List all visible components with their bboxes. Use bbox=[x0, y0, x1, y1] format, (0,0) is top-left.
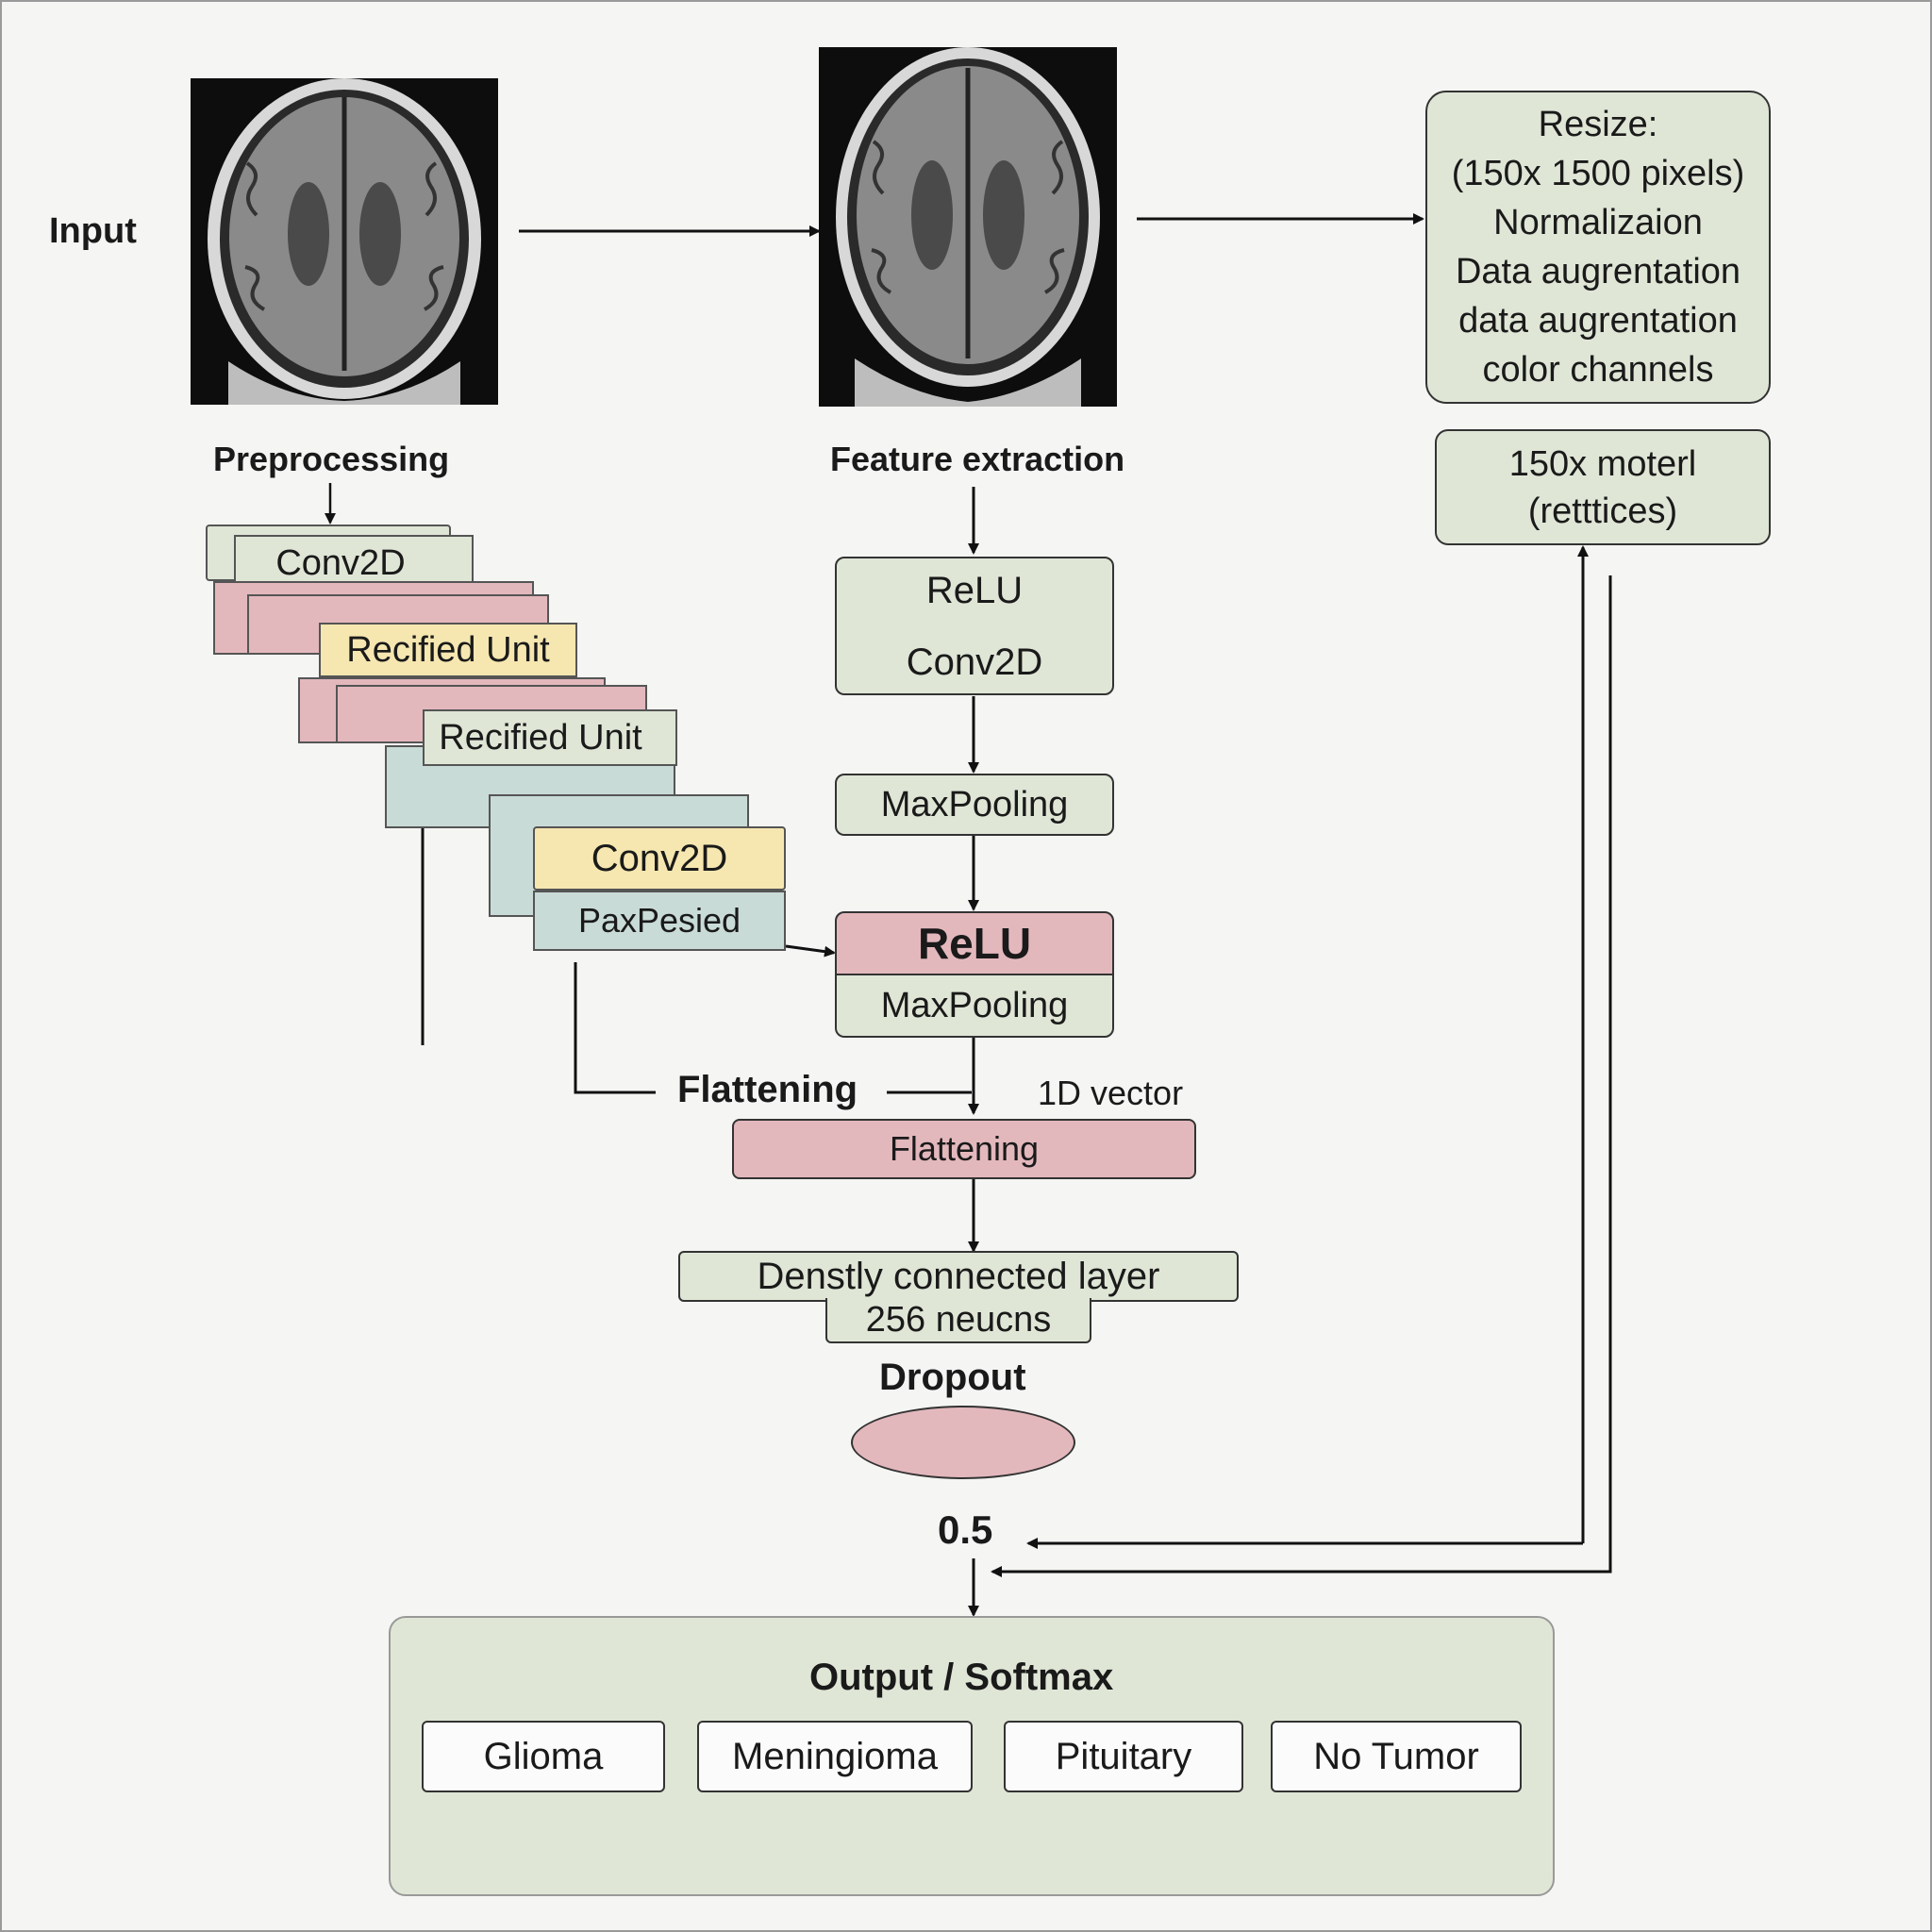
vector-label: 1D vector bbox=[1038, 1074, 1184, 1112]
output-title: Output / Softmax bbox=[809, 1657, 1114, 1698]
relu-label: ReLU bbox=[925, 569, 1024, 611]
resize-box: Resize: (150x 1500 pixels) Normalizaion … bbox=[1425, 91, 1771, 404]
stack-recified-yellow bbox=[319, 623, 577, 677]
input-label: Input bbox=[49, 211, 137, 251]
model-box: 150x moterl (retttices) bbox=[1435, 429, 1771, 545]
stack-recified-label-2: Recified Unit bbox=[439, 717, 642, 758]
model-line: 150x moterl bbox=[1508, 443, 1697, 484]
input-brain-scan-image bbox=[191, 78, 498, 405]
model-line: (retttices) bbox=[1527, 491, 1678, 531]
dropout-ellipse bbox=[851, 1406, 1075, 1479]
preprocessing-label: Preprocessing bbox=[213, 440, 450, 478]
brain-scan-graphic-2 bbox=[819, 47, 1117, 407]
class-no-tumor: No Tumor bbox=[1271, 1721, 1522, 1792]
flattening-box: Flattening bbox=[732, 1119, 1196, 1179]
stack-conv2d-label: Conv2D bbox=[275, 542, 406, 583]
resize-line: data augrentation bbox=[1458, 301, 1738, 341]
maxpooling-box-1: MaxPooling bbox=[835, 774, 1114, 836]
brain-scan-graphic bbox=[191, 78, 498, 405]
stack-recified-face bbox=[423, 709, 677, 766]
stack-conv2d-label-2: Conv2D bbox=[591, 837, 728, 879]
dense-neurons-box: 256 neucns bbox=[825, 1298, 1091, 1343]
resize-line: Resize: bbox=[1538, 105, 1658, 144]
stack-conv2d-yellow bbox=[533, 826, 786, 891]
flattening-label: Flattening bbox=[677, 1069, 858, 1110]
feature-extraction-label: Feature extraction bbox=[830, 440, 1125, 478]
stack-paxpesied-face bbox=[533, 891, 786, 951]
dropout-rate-label: 0.5 bbox=[938, 1507, 993, 1552]
relu-conv-box: ReLU Conv2D bbox=[835, 557, 1114, 695]
class-glioma: Glioma bbox=[422, 1721, 665, 1792]
resize-line: Normalizaion bbox=[1493, 203, 1703, 242]
resize-line: Data augrentation bbox=[1455, 252, 1741, 291]
dense-layer-box: Denstly connected layer bbox=[678, 1251, 1239, 1302]
resize-line: (150x 1500 pixels) bbox=[1451, 154, 1745, 193]
class-pituitary: Pituitary bbox=[1004, 1721, 1243, 1792]
stack-paxpesied-label: PaxPesied bbox=[577, 901, 741, 940]
dropout-label: Dropout bbox=[879, 1357, 1026, 1398]
stack-recified-label-1: Recified Unit bbox=[346, 629, 550, 670]
feature-brain-scan-image bbox=[819, 47, 1117, 407]
resize-line: color channels bbox=[1482, 350, 1714, 390]
conv2d-label: Conv2D bbox=[906, 641, 1043, 683]
relu-box-2: ReLU bbox=[835, 911, 1114, 975]
class-meningioma: Meningioma bbox=[697, 1721, 973, 1792]
maxpooling-box-2: MaxPooling bbox=[835, 974, 1114, 1038]
